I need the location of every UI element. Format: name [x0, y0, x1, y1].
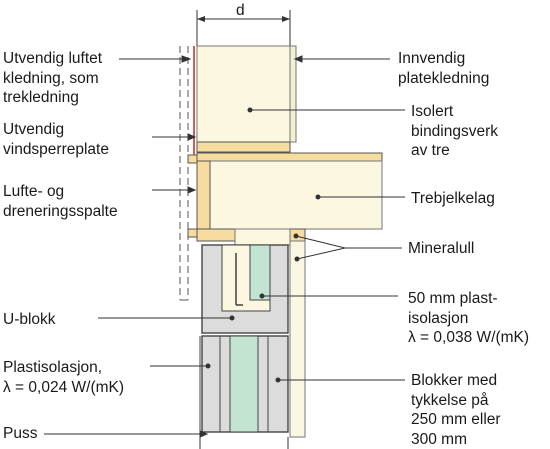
label-line: vindsperreplate	[3, 140, 109, 158]
rim-joist	[196, 160, 211, 230]
label-line: λ = 0,038 W/(mK)	[408, 329, 530, 346]
label-line: tykkelse på	[411, 391, 489, 409]
label-line: Puss	[3, 425, 38, 442]
label-blocks: Blokker med tykkelse på 250 mm eller 300…	[411, 371, 501, 449]
label-line: Utvendig luftet	[3, 50, 103, 67]
mineral-wool-top	[234, 228, 291, 246]
dimension-label: d	[236, 2, 245, 19]
label-line: kledning, som	[3, 69, 99, 87]
label-wind-barrier: Utvendig vindsperreplate	[3, 120, 109, 159]
inner-board-lower	[289, 240, 306, 438]
label-line: Utvendig	[3, 121, 65, 138]
inner-board-upper	[289, 45, 297, 143]
label-line: bindingsverk	[411, 122, 499, 140]
label-line: platekledning	[398, 69, 490, 87]
label-eps-50: 50 mm plast- isolasjon λ = 0,038 W/(mK)	[408, 289, 529, 348]
eps-insulation-50mm	[249, 244, 271, 301]
dimension-marker-bottom	[199, 437, 289, 449]
label-insulated-frame: Isolert bindingsverk av tre	[411, 102, 498, 161]
label-render: Puss	[3, 424, 37, 444]
label-line: Isolert	[411, 103, 454, 120]
label-line: 250 mm eller	[411, 411, 501, 428]
wall-plate-left	[196, 228, 236, 242]
floor-board	[196, 152, 383, 162]
label-line: dreneringsspalte	[3, 202, 118, 220]
label-line: 50 mm plast-	[408, 290, 498, 307]
leader-lines	[44, 55, 405, 438]
label-air-gap: Lufte- og dreneringsspalte	[3, 182, 118, 221]
label-line: Lufte- og	[3, 183, 65, 200]
label-outer-cladding: Utvendig luftet kledning, som treklednin…	[3, 49, 102, 108]
label-line: Trebjelkelag	[411, 190, 495, 207]
batten-upper	[187, 154, 198, 164]
label-u-block: U-blokk	[3, 310, 56, 330]
outer-cladding	[179, 46, 189, 301]
joist-layer	[209, 160, 383, 230]
label-line: Plastisolasjon,	[3, 359, 103, 376]
label-joist-layer: Trebjelkelag	[411, 189, 495, 209]
batten-lower	[187, 228, 198, 238]
label-inner-board: Innvendig platekledning	[398, 49, 489, 88]
dimension-marker	[196, 10, 291, 46]
plastic-insulation-core	[229, 335, 259, 433]
insulated-frame-wall	[196, 45, 291, 143]
label-line: av tre	[411, 142, 450, 159]
label-mineral-wool: Mineralull	[408, 239, 474, 259]
label-line: U-blokk	[3, 311, 56, 328]
label-line: Mineralull	[408, 240, 475, 257]
label-line: Blokker med	[411, 372, 498, 389]
label-plastic-insulation: Plastisolasjon, λ = 0,024 W/(mK)	[3, 358, 124, 397]
sill-plate	[196, 141, 291, 153]
label-line: isolasjon	[408, 309, 469, 327]
label-line: trekledning	[3, 89, 79, 106]
label-line: Innvendig	[398, 50, 466, 67]
label-line: 300 mm	[411, 430, 467, 448]
label-line: λ = 0,024 W/(mK)	[3, 378, 125, 396]
